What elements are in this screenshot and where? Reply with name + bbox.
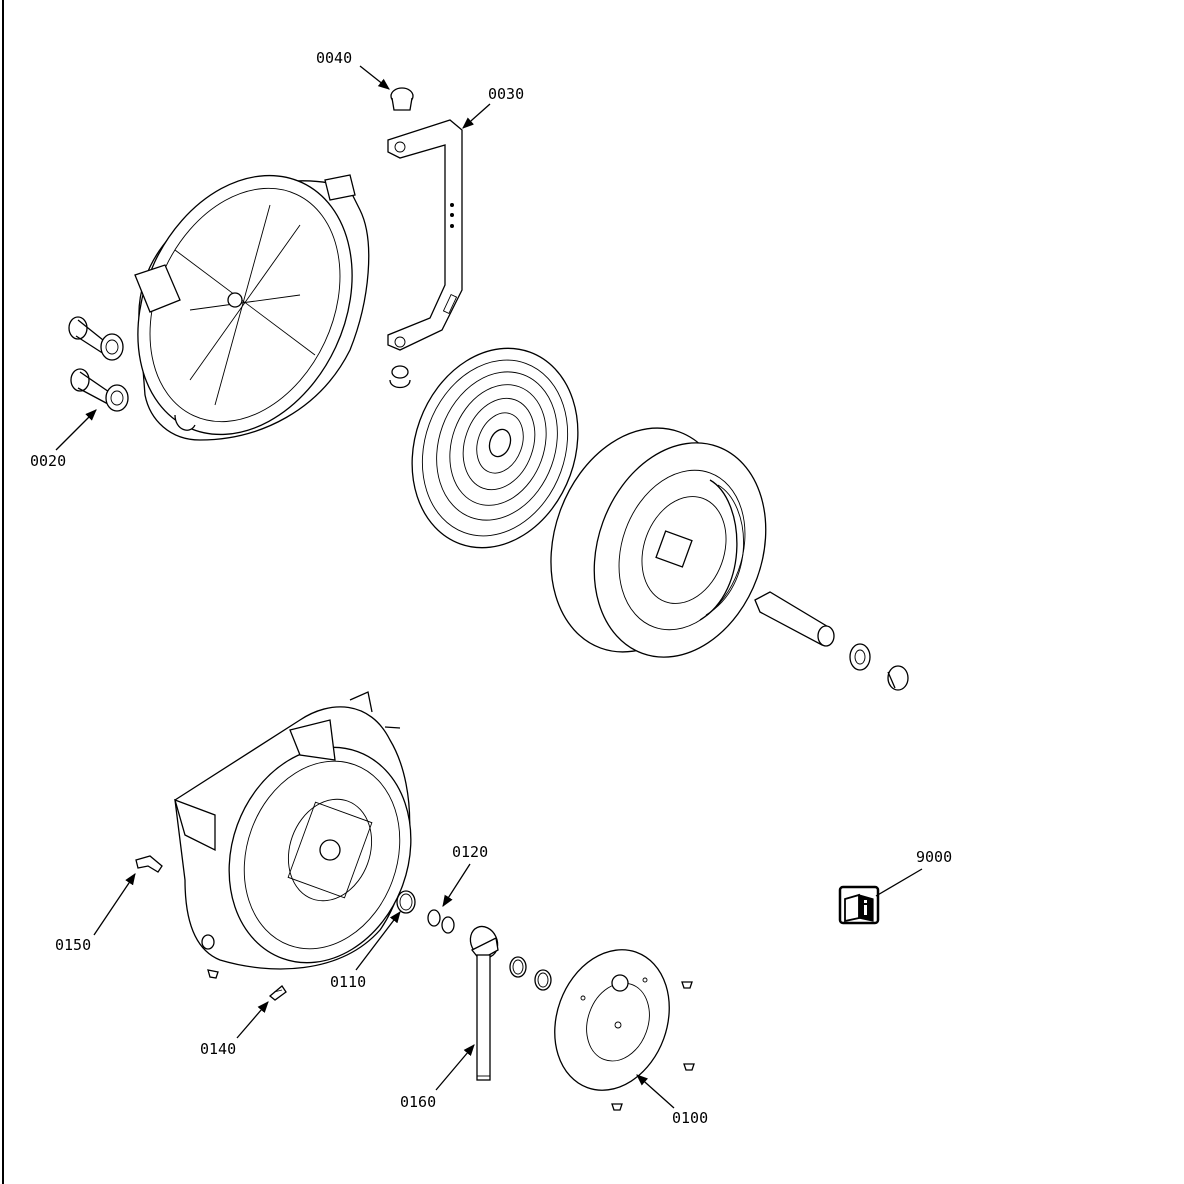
mounting-bracket — [387, 119, 463, 351]
roller-pins — [68, 316, 129, 412]
callout-0100: 0100 — [672, 1109, 708, 1127]
housing-cover — [134, 174, 370, 441]
screws — [207, 969, 695, 1111]
manual-book-info-icon — [838, 885, 880, 925]
callout-9000: 9000 — [916, 848, 952, 866]
callout-labels: 0040 0030 0020 0120 9000 0150 0110 0140 … — [30, 49, 952, 1127]
callout-0140: 0140 — [200, 1040, 236, 1058]
cap-button — [389, 87, 414, 389]
callout-0030: 0030 — [488, 85, 524, 103]
callout-0160: 0160 — [400, 1093, 436, 1111]
clip-part — [135, 855, 163, 873]
callout-0020: 0020 — [30, 452, 66, 470]
cover-plate — [554, 949, 670, 1091]
leader-lines — [55, 65, 923, 1109]
spiral-spring — [411, 347, 579, 549]
callout-0110: 0110 — [330, 973, 366, 991]
swivel-pipe — [469, 925, 499, 1081]
sheet-border-left — [2, 0, 4, 1184]
housing-base — [174, 691, 412, 970]
hose-drum — [550, 427, 767, 658]
o-rings — [396, 890, 552, 991]
drum-shaft — [754, 591, 909, 691]
callout-0120: 0120 — [452, 843, 488, 861]
callout-0040: 0040 — [316, 49, 352, 67]
callout-0150: 0150 — [55, 936, 91, 954]
